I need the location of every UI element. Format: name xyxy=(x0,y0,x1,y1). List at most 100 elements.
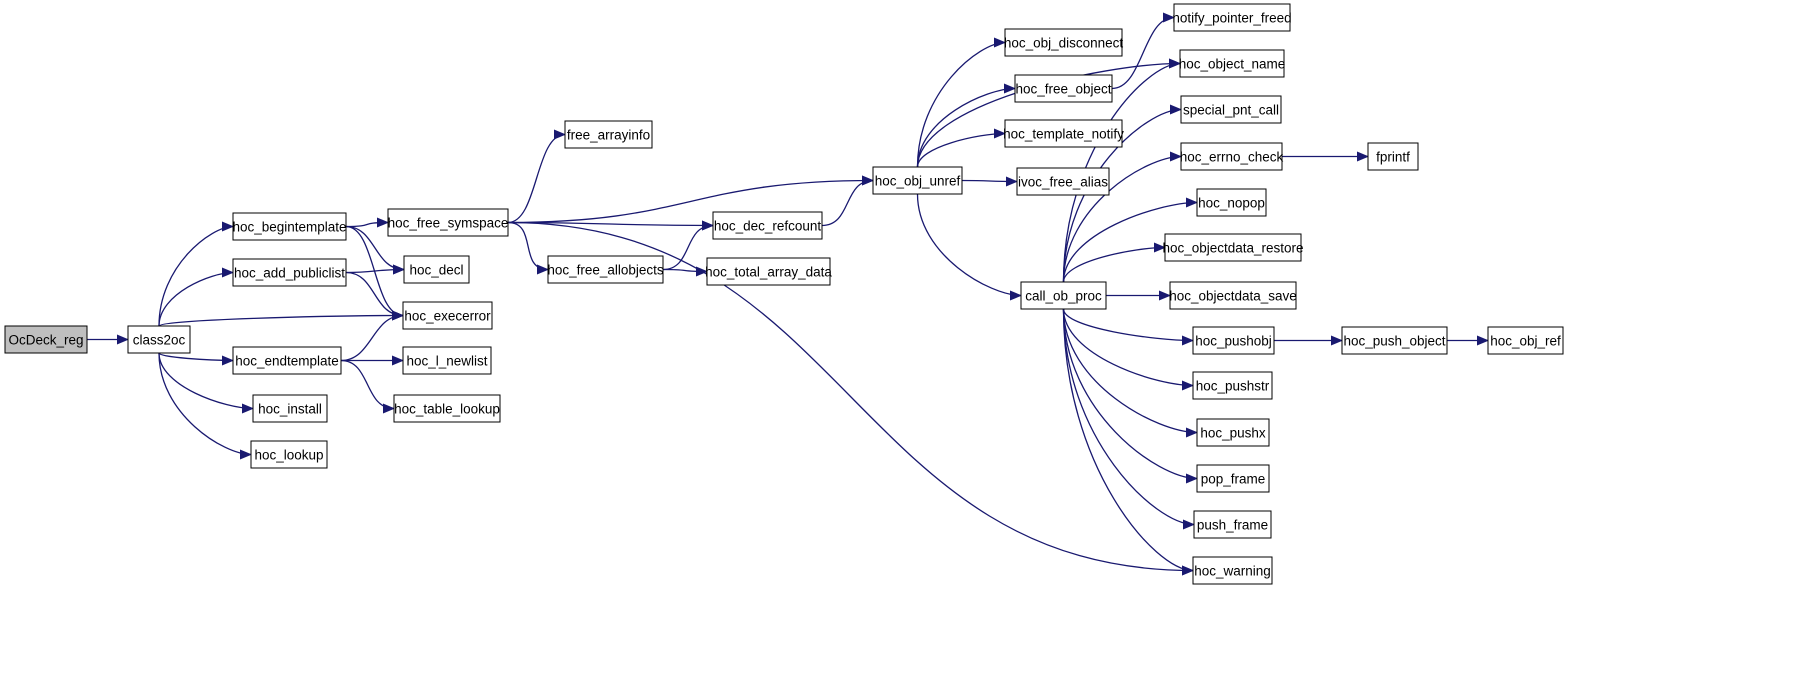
edge-hoc-free-symspace-to-hoc-free-allobjects xyxy=(507,221,549,275)
node-box xyxy=(1016,167,1110,196)
node-hoc-lookup[interactable]: hoc_lookup xyxy=(250,440,328,469)
edge-hoc-free-symspace-to-hoc-obj-unref xyxy=(507,175,874,224)
node-hoc-total-array-data[interactable]: hoc_total_array_data xyxy=(705,257,832,286)
nodes-layer: OcDeck_reg class2oc hoc_begintemplate hoc_a… xyxy=(4,3,1564,585)
node-label: hoc_free_object xyxy=(1015,82,1111,97)
node-label: hoc_endtemplate xyxy=(235,354,339,369)
edge-class2oc-to-hoc-endtemplate xyxy=(158,352,234,366)
node-hoc-free-object[interactable]: hoc_free_object xyxy=(1014,74,1113,103)
edge-hoc-endtemplate-to-hoc-table-lookup xyxy=(340,359,395,414)
node-label: hoc_push_object xyxy=(1343,334,1445,349)
node-hoc-add-publiclist[interactable]: hoc_add_publiclist xyxy=(232,258,347,287)
node-call-ob-proc[interactable]: call_ob_proc xyxy=(1020,281,1107,310)
edge-hoc-obj-unref-to-hoc-obj-disconnect xyxy=(916,37,1006,168)
node-box xyxy=(4,325,88,354)
edge-hoc-free-symspace-to-hoc-dec-refcount xyxy=(507,220,714,231)
edge-hoc-dec-refcount-to-hoc-obj-unref xyxy=(821,175,874,227)
node-label: hoc_free_allobjects xyxy=(547,263,664,278)
node-hoc-objectdata-save[interactable]: hoc_objectdata_save xyxy=(1169,281,1297,310)
node-box xyxy=(1173,3,1291,32)
edge-call-ob-proc-to-special-pnt-call xyxy=(1062,104,1182,283)
node-label: hoc_object_name xyxy=(1179,57,1286,72)
node-hoc-template-notify[interactable]: hoc_template_notify xyxy=(1003,119,1124,148)
node-fprintf[interactable]: fprintf xyxy=(1367,142,1419,171)
node-hoc-push-object[interactable]: hoc_push_object xyxy=(1341,326,1448,355)
node-pop-frame[interactable]: pop_frame xyxy=(1196,464,1270,493)
node-hoc-obj-disconnect[interactable]: hoc_obj_disconnect xyxy=(1004,28,1124,57)
node-hoc-obj-ref[interactable]: hoc_obj_ref xyxy=(1487,326,1564,355)
node-ocdeck-reg[interactable]: OcDeck_reg xyxy=(4,325,88,354)
edge-class2oc-to-hoc-add-publiclist xyxy=(158,267,234,327)
node-hoc-pushx[interactable]: hoc_pushx xyxy=(1196,418,1270,447)
node-label: hoc_errno_check xyxy=(1180,150,1284,165)
node-box xyxy=(1196,418,1270,447)
node-label: hoc_dec_refcount xyxy=(714,219,822,234)
edge-call-ob-proc-to-hoc-pushobj xyxy=(1062,308,1194,346)
node-label: hoc_obj_ref xyxy=(1490,334,1561,349)
node-hoc-pushobj[interactable]: hoc_pushobj xyxy=(1192,326,1275,355)
node-box xyxy=(1004,119,1123,148)
edge-hoc-obj-unref-to-call-ob-proc xyxy=(916,193,1022,301)
node-box xyxy=(706,257,831,286)
node-hoc-warning[interactable]: hoc_warning xyxy=(1192,556,1273,585)
edge-hoc-obj-unref-to-ivoc-free-alias xyxy=(961,176,1018,187)
node-box xyxy=(547,255,664,284)
node-label: push_frame xyxy=(1197,518,1268,533)
node-box xyxy=(872,166,963,195)
node-box xyxy=(564,120,653,149)
node-box xyxy=(1164,233,1302,262)
node-box xyxy=(127,325,191,354)
node-label: hoc_pushobj xyxy=(1195,334,1272,349)
edge-call-ob-proc-to-hoc-warning xyxy=(1062,308,1194,576)
node-hoc-objectdata-restore[interactable]: hoc_objectdata_restore xyxy=(1162,233,1304,262)
node-label: hoc_free_symspace xyxy=(388,216,509,231)
node-hoc-nopop[interactable]: hoc_nopop xyxy=(1196,188,1267,217)
node-special-pnt-call[interactable]: special_pnt_call xyxy=(1180,95,1282,124)
edge-hoc-begintemplate-to-hoc-free-symspace xyxy=(345,217,389,228)
node-label: OcDeck_reg xyxy=(8,333,83,348)
node-hoc-l-newlist[interactable]: hoc_l_newlist xyxy=(402,346,492,375)
edge-hoc-obj-unref-to-hoc-free-object xyxy=(916,83,1016,168)
node-notify-pointer-freed[interactable]: notify_pointer_freed xyxy=(1172,3,1292,32)
node-hoc-endtemplate[interactable]: hoc_endtemplate xyxy=(232,346,342,375)
node-box xyxy=(1180,95,1282,124)
node-box xyxy=(1192,556,1273,585)
node-hoc-obj-unref[interactable]: hoc_obj_unref xyxy=(872,166,963,195)
node-box xyxy=(403,255,470,284)
edge-call-ob-proc-to-hoc-pushstr xyxy=(1062,308,1194,391)
node-class2oc[interactable]: class2oc xyxy=(127,325,191,354)
node-box xyxy=(1192,371,1273,400)
node-hoc-free-allobjects[interactable]: hoc_free_allobjects xyxy=(547,255,664,284)
node-box xyxy=(1169,281,1297,310)
node-box xyxy=(402,301,493,330)
node-push-frame[interactable]: push_frame xyxy=(1193,510,1272,539)
node-label: hoc_l_newlist xyxy=(406,354,487,369)
node-box xyxy=(1196,464,1270,493)
node-hoc-execerror[interactable]: hoc_execerror xyxy=(402,301,493,330)
node-hoc-free-symspace[interactable]: hoc_free_symspace xyxy=(387,208,509,237)
node-box xyxy=(232,258,347,287)
node-label: hoc_nopop xyxy=(1198,196,1265,211)
edge-hoc-free-allobjects-to-hoc-dec-refcount xyxy=(662,220,714,271)
node-label: pop_frame xyxy=(1201,472,1266,487)
node-hoc-decl[interactable]: hoc_decl xyxy=(403,255,470,284)
node-hoc-object-name[interactable]: hoc_object_name xyxy=(1179,49,1286,78)
node-label: hoc_table_lookup xyxy=(394,402,500,417)
node-box xyxy=(1341,326,1448,355)
node-hoc-table-lookup[interactable]: hoc_table_lookup xyxy=(393,394,501,423)
edge-class2oc-to-hoc-install xyxy=(158,352,254,414)
node-hoc-dec-refcount[interactable]: hoc_dec_refcount xyxy=(712,211,823,240)
node-hoc-errno-check[interactable]: hoc_errno_check xyxy=(1180,142,1284,171)
edge-hoc-add-publiclist-to-hoc-execerror xyxy=(345,271,404,321)
node-label: hoc_lookup xyxy=(254,448,323,463)
node-ivoc-free-alias[interactable]: ivoc_free_alias xyxy=(1016,167,1110,196)
node-label: hoc_add_publiclist xyxy=(234,266,345,281)
node-label: hoc_begintemplate xyxy=(232,220,346,235)
node-hoc-begintemplate[interactable]: hoc_begintemplate xyxy=(232,212,347,241)
edge-hoc-free-object-to-notify-pointer-freed xyxy=(1111,12,1175,90)
node-hoc-pushstr[interactable]: hoc_pushstr xyxy=(1192,371,1273,400)
node-label: hoc_pushx xyxy=(1200,426,1266,441)
node-hoc-install[interactable]: hoc_install xyxy=(252,394,328,423)
node-free-arrayinfo[interactable]: free_arrayinfo xyxy=(564,120,653,149)
node-box xyxy=(252,394,328,423)
